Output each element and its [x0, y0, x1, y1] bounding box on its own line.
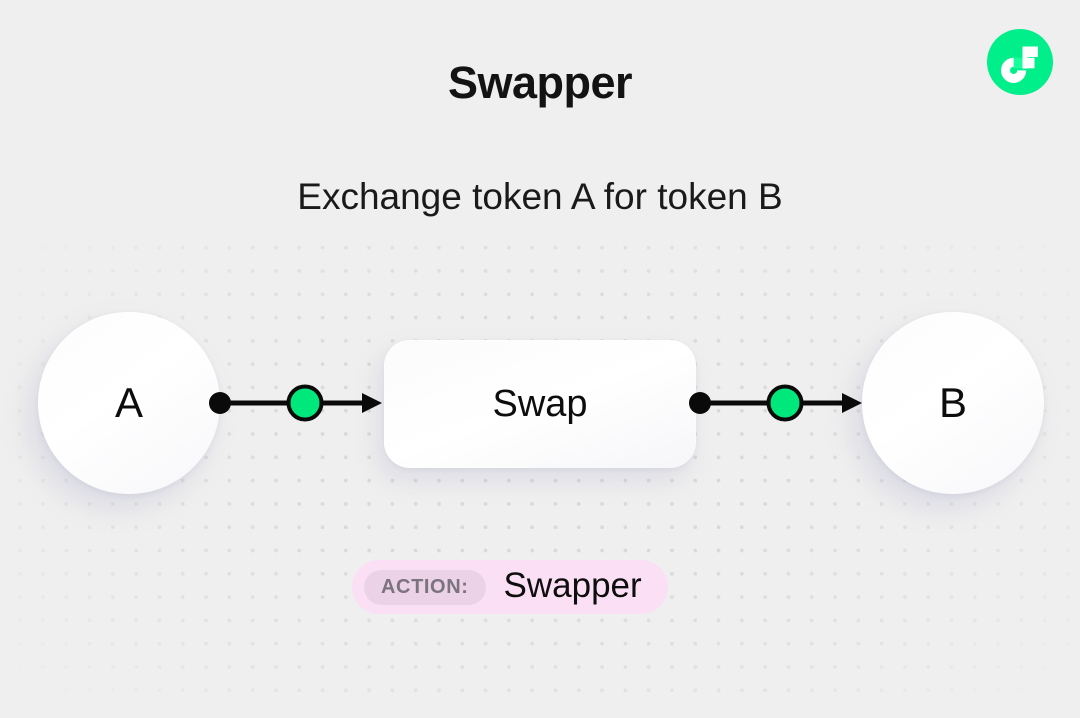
action-badge-value: Swapper [503, 566, 642, 605]
token-node-a-label: A [114, 379, 143, 426]
connector-arrowhead [842, 393, 862, 413]
token-node-a[interactable]: A [38, 312, 220, 494]
connector-swap-to-token-b [684, 378, 864, 428]
flow-logo-icon [986, 28, 1054, 96]
connector-source-dot [689, 392, 711, 414]
token-node-b[interactable]: B [862, 312, 1044, 494]
token-node-b-label: B [938, 379, 967, 426]
connector-token-a-to-swap [204, 378, 384, 428]
swap-node-label: Swap [492, 382, 588, 425]
connector-source-dot [209, 392, 231, 414]
action-badge-key: ACTION: [364, 569, 486, 605]
action-badge: ACTION: Swapper [352, 560, 668, 614]
page-subtitle: Exchange token A for token B [297, 176, 783, 217]
connector-arrowhead [362, 393, 382, 413]
connector-accent-dot [766, 384, 804, 422]
swap-node[interactable]: Swap [384, 340, 696, 468]
page-title: Swapper [447, 57, 633, 108]
connector-accent-dot [286, 384, 324, 422]
